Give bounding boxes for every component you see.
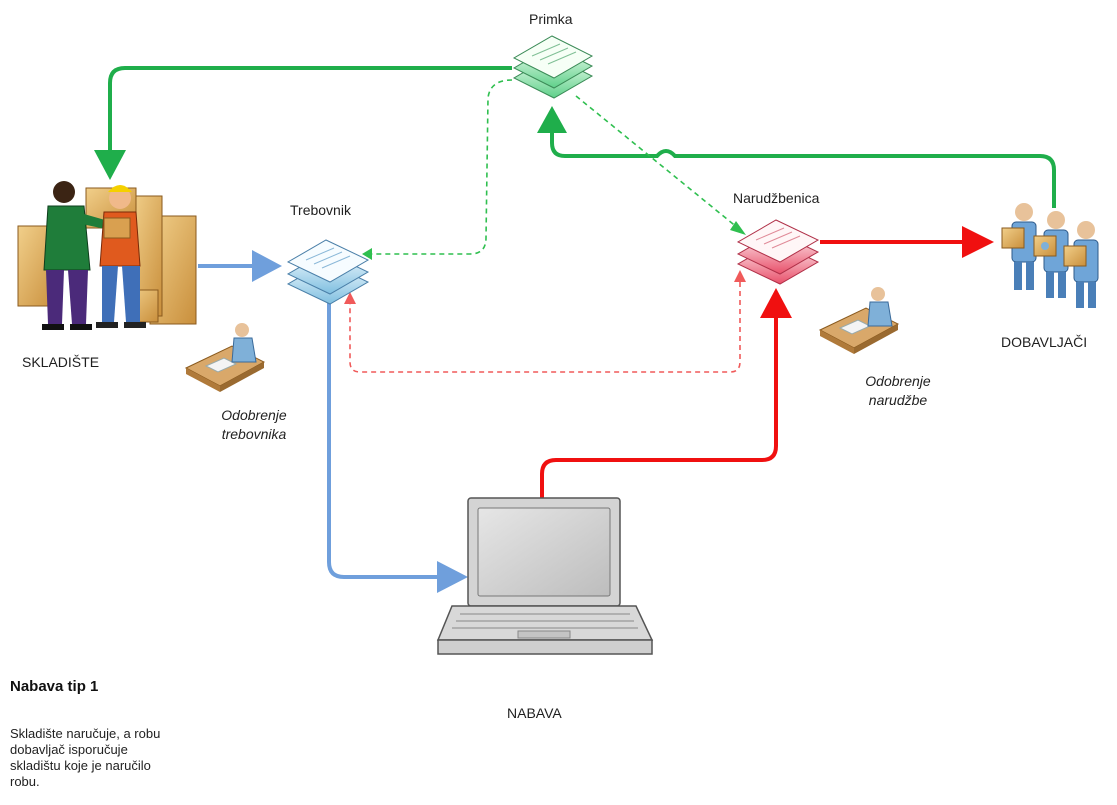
primka-label: Primka (529, 11, 573, 27)
arrowhead-red-dobavljaci (962, 226, 994, 258)
arrow-nabava-to-narudzbenica (540, 318, 778, 498)
info-description: Skladište naručuje, a robu dobavljač isp… (10, 726, 240, 790)
approval-narudzbe-text: Odobrenje narudžbe (840, 372, 956, 410)
dobavljaci-label: DOBAVLJAČI (1001, 334, 1088, 350)
dashed-arrowhead-narudzbenica-red (734, 270, 746, 282)
arrowhead-blue-nabava (437, 561, 468, 593)
laptop-icon (436, 497, 654, 655)
nabava-label: NABAVA (507, 705, 562, 721)
approval-trebovnik-icon (184, 323, 266, 392)
info-line3: skladištu koje je naručilo (10, 758, 151, 773)
approval-trebovnik-line1: Odobrenje (221, 407, 287, 423)
dashed-primka-to-trebovnik (372, 79, 513, 255)
arrowhead-green-primka (537, 106, 567, 133)
dashed-primka-to-narudzbenica (575, 95, 739, 229)
dashed-arrowhead-trebovnik-red (344, 292, 356, 304)
dashed-arrowhead-narudzbenica (730, 221, 746, 235)
warehouse-workers-icon (17, 181, 197, 330)
info-line1: Skladište naručuje, a robu (10, 726, 161, 741)
arrowhead-red-narudzbenica (760, 288, 792, 318)
arrowhead-green-skladiste (94, 150, 126, 180)
arrowhead-blue-trebovnik (252, 250, 282, 282)
dashed-narudzbenica-to-trebovnik (349, 282, 741, 373)
info-line2: dobavljač isporučuje (10, 742, 128, 757)
approval-trebovnik-text: Odobrenje trebovnika (196, 406, 312, 444)
approval-narudzbe-line2: narudžbe (868, 392, 928, 408)
primka-document-icon (512, 35, 594, 99)
suppliers-icon (1001, 203, 1099, 308)
narudzbenica-document-icon (736, 219, 820, 285)
approval-narudzbe-line1: Odobrenje (865, 373, 931, 389)
approval-narudzbe-icon (818, 287, 900, 354)
approval-trebovnik-line2: trebovnika (221, 426, 287, 442)
arrow-trebovnik-to-nabava (327, 302, 438, 579)
info-title: Nabava tip 1 (10, 678, 99, 695)
arrow-dobavljaci-to-primka (550, 130, 1056, 208)
skladiste-label: SKLADIŠTE (22, 354, 100, 370)
trebovnik-document-icon (286, 239, 370, 305)
narudzbenica-label: Narudžbenica (733, 190, 820, 206)
trebovnik-label: Trebovnik (290, 202, 351, 218)
dashed-arrowhead-trebovnik (362, 248, 372, 260)
info-line4: robu. (10, 774, 40, 789)
arrow-primka-to-skladiste (108, 66, 512, 150)
